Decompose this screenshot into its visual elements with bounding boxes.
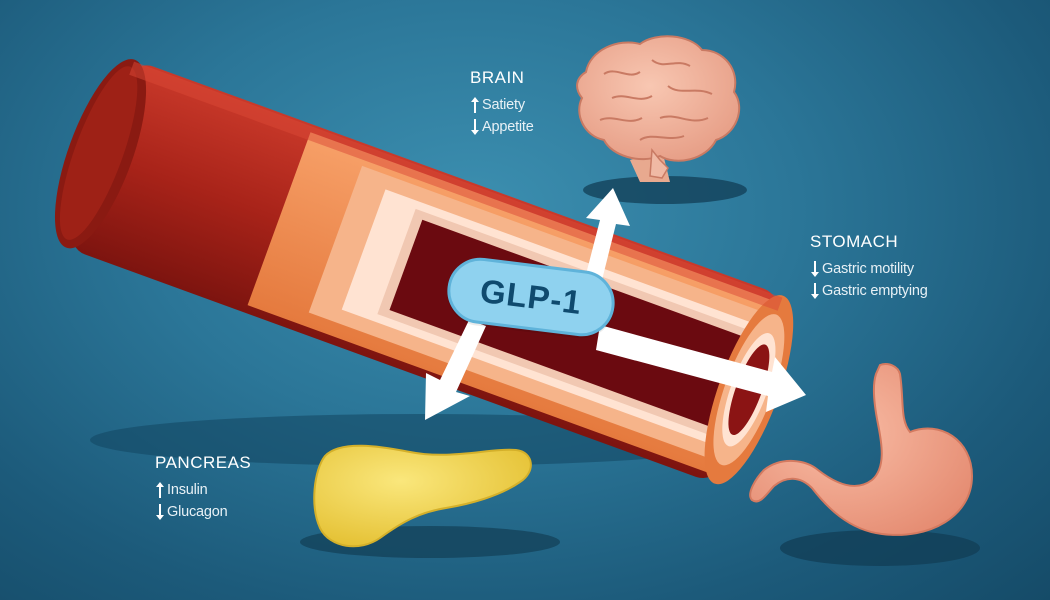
- brain-effect-appetite: Appetite: [470, 116, 534, 138]
- stomach-illustration: [749, 363, 974, 536]
- glp1-text: GLP-1: [478, 271, 585, 322]
- arrow-to-pancreas: [425, 318, 486, 420]
- stomach-shadow: [780, 530, 980, 566]
- brain-shadow: [583, 176, 747, 204]
- pancreas-effect-glucagon: Glucagon: [155, 501, 251, 523]
- increase-arrow-icon: [471, 97, 479, 113]
- decrease-arrow-icon: [471, 119, 479, 135]
- decrease-arrow-icon: [156, 504, 164, 520]
- pancreas-illustration: [313, 444, 532, 548]
- pancreas-effect-label: Insulin: [167, 482, 208, 498]
- stomach-effect-label: Gastric motility: [822, 261, 914, 277]
- brain-illustration: [576, 35, 741, 182]
- brain-effect-label: Satiety: [482, 97, 525, 113]
- brain-effect-label: Appetite: [482, 119, 534, 135]
- stomach-title: STOMACH: [810, 232, 899, 251]
- decrease-arrow-icon: [811, 261, 819, 277]
- stomach-effect-label: Gastric emptying: [822, 283, 928, 299]
- pancreas-effect-label: Glucagon: [167, 504, 228, 520]
- arrow-to-brain: [584, 188, 630, 288]
- arrow-to-stomach: [596, 325, 806, 412]
- decrease-arrow-icon: [811, 283, 819, 299]
- pancreas-labels: PANCREAS Insulin Glucagon: [155, 453, 251, 523]
- brain-labels: BRAIN Satiety Appetite: [470, 68, 534, 138]
- stomach-effect-emptying: Gastric emptying: [810, 280, 928, 302]
- pancreas-effect-insulin: Insulin: [155, 479, 251, 501]
- brain-title: BRAIN: [470, 68, 525, 87]
- pancreas-title: PANCREAS: [155, 453, 252, 472]
- stomach-effect-motility: Gastric motility: [810, 258, 928, 280]
- increase-arrow-icon: [156, 482, 164, 498]
- brain-effect-satiety: Satiety: [470, 94, 534, 116]
- stomach-labels: STOMACH Gastric motility Gastric emptyin…: [810, 232, 928, 302]
